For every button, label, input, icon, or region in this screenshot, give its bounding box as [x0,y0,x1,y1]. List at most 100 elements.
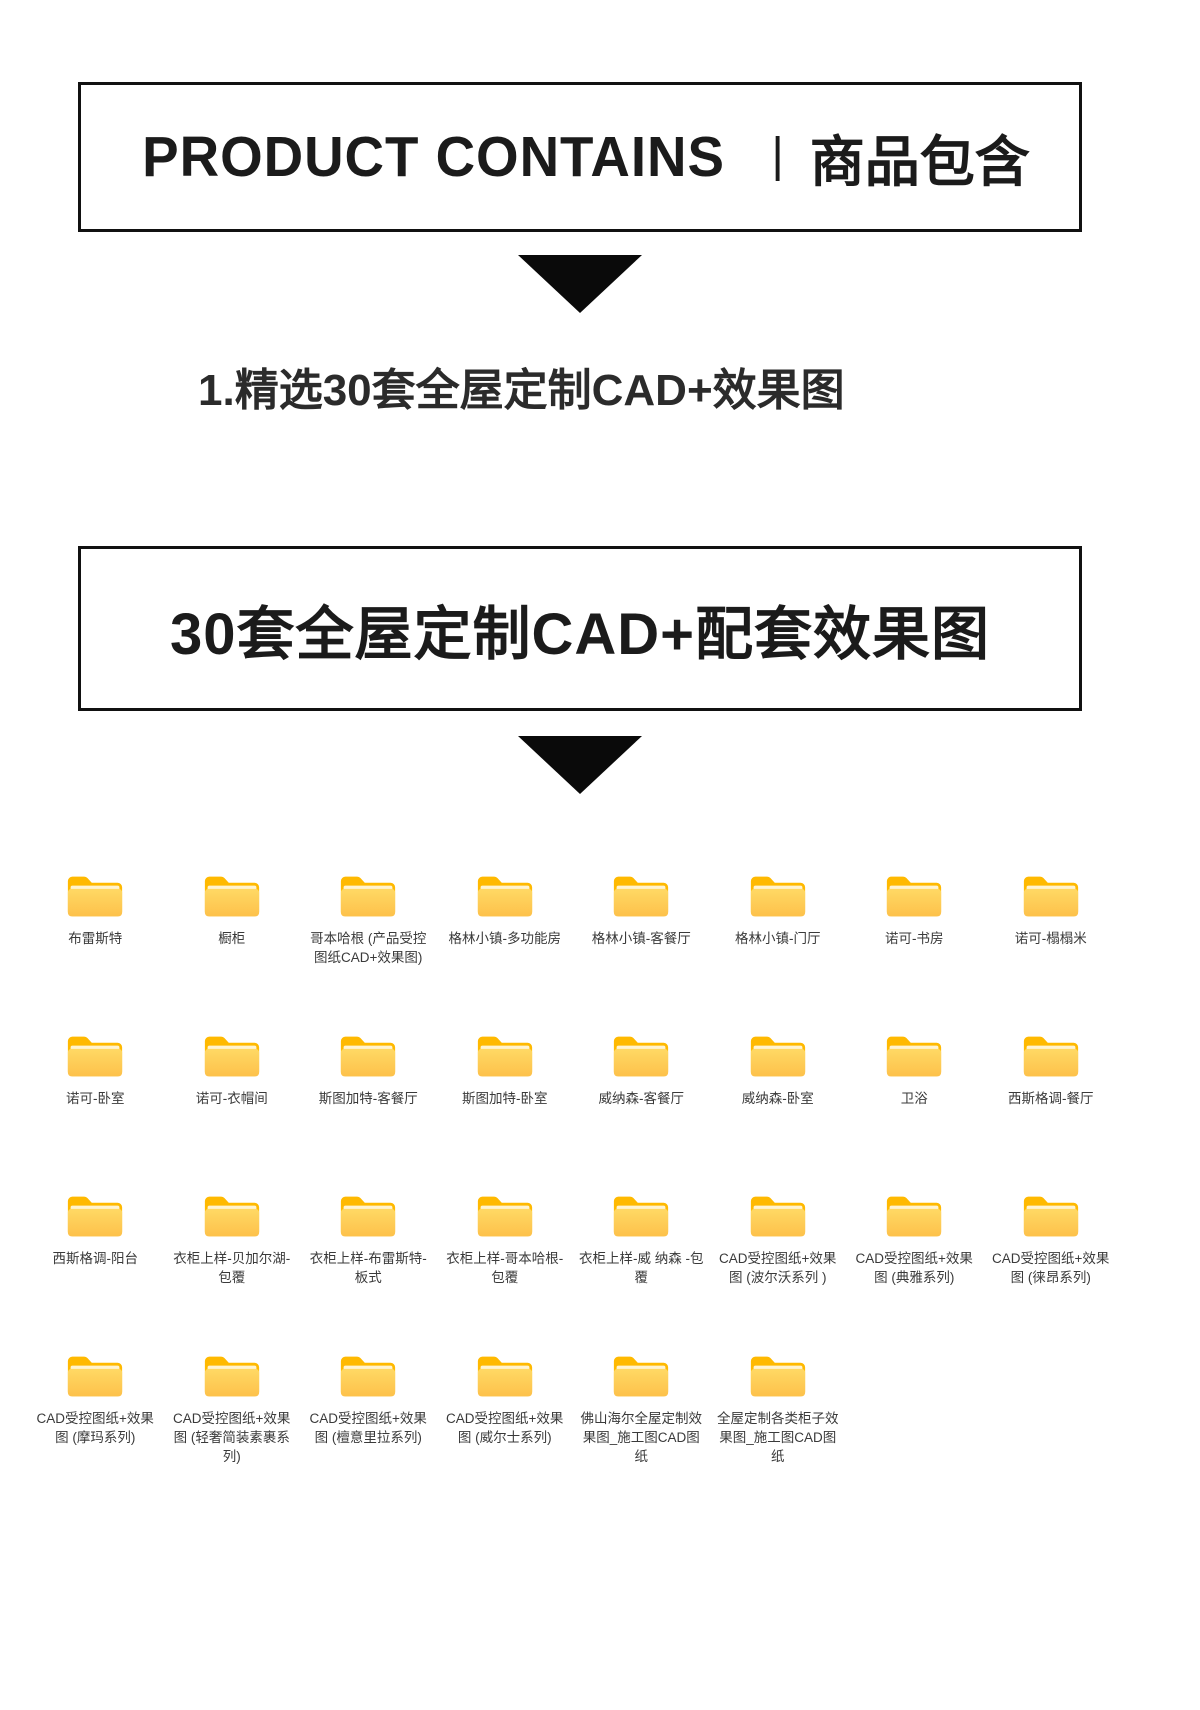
folder-label: 哥本哈根 (产品受控图纸CAD+效果图) [310,931,427,965]
folder-label: 西斯格调-餐厅 [1008,1091,1094,1106]
folder-label: CAD受控图纸+效果图 (典雅系列) [855,1251,973,1285]
folder-label: 衣柜上样-哥本哈根-包覆 [446,1251,564,1285]
folder-item[interactable]: CAD受控图纸+效果图 (轻奢简装素裹系列) [164,1353,301,1513]
folder-label: 西斯格调-阳台 [52,1251,139,1266]
folder-icon [203,873,261,929]
folder-item[interactable]: 西斯格调-餐厅 [983,1033,1120,1193]
folder-item[interactable]: CAD受控图纸+效果图 (典雅系列) [846,1193,983,1353]
folder-label: 卫浴 [900,1091,928,1106]
header-divider: | [771,128,784,182]
folder-label: 格林小镇-多功能房 [448,931,562,946]
folder-icon [476,873,534,929]
folder-icon [66,1193,124,1249]
section-1-label: 1.精选30套全屋定制CAD+效果图 [198,366,845,415]
folder-grid: 布雷斯特 橱柜 [27,873,1119,1513]
folder-item[interactable]: 衣柜上样-哥本哈根-包覆 [437,1193,574,1353]
folder-label: 诺可-卧室 [66,1091,125,1106]
folder-label: 威纳森-客餐厅 [598,1091,685,1106]
down-triangle-icon [518,736,642,794]
folder-icon [1022,1193,1080,1249]
folder-icon [203,1353,261,1409]
folder-icon [203,1033,261,1089]
folder-label: 衣柜上样-贝加尔湖-包覆 [173,1251,291,1285]
folder-label: 衣柜上样-布雷斯特-板式 [309,1251,427,1285]
folder-icon [476,1033,534,1089]
folder-item[interactable]: 佛山海尔全屋定制效果图_施工图CAD图纸 [573,1353,710,1513]
folder-label: 佛山海尔全屋定制效果图_施工图CAD图纸 [580,1411,703,1464]
folder-icon [66,1033,124,1089]
folder-icon [339,1193,397,1249]
folder-item[interactable]: 卫浴 [846,1033,983,1193]
folder-item[interactable]: 布雷斯特 [27,873,164,1033]
folder-item[interactable]: 诺可-书房 [846,873,983,1033]
folder-icon [339,1353,397,1409]
folder-item[interactable]: 诺可-卧室 [27,1033,164,1193]
folder-icon [612,1193,670,1249]
folder-icon [1022,1033,1080,1089]
folder-item[interactable]: CAD受控图纸+效果图 (波尔沃系列 ) [710,1193,847,1353]
folder-item[interactable]: 诺可-榻榻米 [983,873,1120,1033]
folder-icon [749,1353,807,1409]
header-banner: PRODUCT CONTAINS | 商品包含 [78,82,1082,232]
folder-item[interactable]: 格林小镇-门厅 [710,873,847,1033]
folder-label: 布雷斯特 [68,931,123,946]
section-2-banner: 30套全屋定制CAD+配套效果图 [78,546,1082,711]
folder-label: CAD受控图纸+效果图 (徕昂系列) [992,1251,1110,1285]
header-title-chinese: 商品包含 [809,131,1030,193]
folder-item[interactable]: CAD受控图纸+效果图 (威尔士系列) [437,1353,574,1513]
folder-label: 衣柜上样-威 纳森 -包覆 [579,1251,704,1285]
page-content: PRODUCT CONTAINS | 商品包含 1.精选30套全屋定制CAD+效… [78,82,1082,794]
folder-item[interactable]: CAD受控图纸+效果图 (徕昂系列) [983,1193,1120,1353]
folder-icon [749,1193,807,1249]
folder-item[interactable]: 格林小镇-多功能房 [437,873,574,1033]
folder-item[interactable]: 斯图加特-卧室 [437,1033,574,1193]
folder-item[interactable]: 诺可-衣帽间 [164,1033,301,1193]
folder-label: 格林小镇-客餐厅 [591,931,691,946]
folder-label: CAD受控图纸+效果图 (檀意里拉系列) [309,1411,427,1445]
folder-icon [339,873,397,929]
folder-icon [476,1193,534,1249]
folder-item[interactable]: 哥本哈根 (产品受控图纸CAD+效果图) [300,873,437,1033]
folder-label: CAD受控图纸+效果图 (波尔沃系列 ) [719,1251,837,1285]
folder-item[interactable]: 衣柜上样-布雷斯特-板式 [300,1193,437,1353]
folder-item[interactable]: CAD受控图纸+效果图 (檀意里拉系列) [300,1353,437,1513]
folder-label: 斯图加特-客餐厅 [318,1091,418,1106]
folder-item[interactable]: 斯图加特-客餐厅 [300,1033,437,1193]
folder-item[interactable]: 西斯格调-阳台 [27,1193,164,1353]
folder-label: 诺可-榻榻米 [1014,931,1087,946]
folder-item[interactable]: 衣柜上样-贝加尔湖-包覆 [164,1193,301,1353]
folder-icon [476,1353,534,1409]
folder-label: 诺可-书房 [885,931,944,946]
folder-icon [1022,873,1080,929]
folder-item[interactable]: 橱柜 [164,873,301,1033]
folder-item[interactable]: 全屋定制各类柜子效果图_施工图CAD图纸 [710,1353,847,1513]
folder-label: CAD受控图纸+效果图 (威尔士系列) [446,1411,564,1445]
folder-label: 斯图加特-卧室 [462,1091,548,1106]
folder-label: CAD受控图纸+效果图 (摩玛系列) [36,1411,154,1445]
folder-icon [66,873,124,929]
folder-icon [749,1033,807,1089]
folder-item[interactable]: CAD受控图纸+效果图 (摩玛系列) [27,1353,164,1513]
folder-label: 威纳森-卧室 [741,1091,814,1106]
folder-label: 诺可-衣帽间 [195,1091,268,1106]
folder-icon [612,1033,670,1089]
folder-item[interactable]: 威纳森-卧室 [710,1033,847,1193]
folder-item[interactable]: 格林小镇-客餐厅 [573,873,710,1033]
folder-icon [66,1353,124,1409]
folder-icon [612,873,670,929]
folder-label: 格林小镇-门厅 [735,931,821,946]
folder-icon [203,1193,261,1249]
folder-label: 全屋定制各类柜子效果图_施工图CAD图纸 [717,1411,839,1464]
section-2-title: 30套全屋定制CAD+配套效果图 [169,601,991,667]
folder-icon [339,1033,397,1089]
folder-label: CAD受控图纸+效果图 (轻奢简装素裹系列) [173,1411,291,1464]
folder-icon [749,873,807,929]
folder-icon [885,873,943,929]
folder-icon [612,1353,670,1409]
folder-label: 橱柜 [218,931,246,946]
header-title-english: PRODUCT CONTAINS [142,125,726,189]
folder-item[interactable]: 衣柜上样-威 纳森 -包覆 [573,1193,710,1353]
folder-item[interactable]: 威纳森-客餐厅 [573,1033,710,1193]
folder-icon [885,1193,943,1249]
down-triangle-icon [518,255,642,313]
